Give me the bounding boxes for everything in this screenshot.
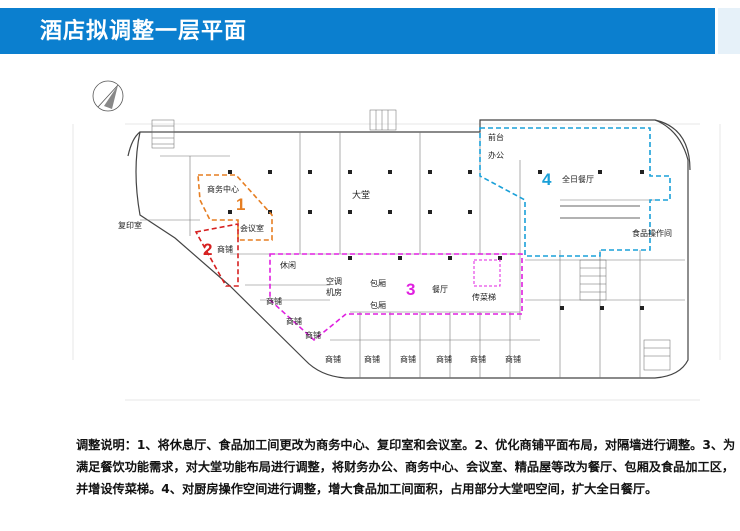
floor-plan: 大堂 商务中心 会议室 复印室 商铺 休闲 空调机房 包厢 包厢 餐厅 传菜梯 … xyxy=(0,60,740,430)
label-ac-room: 空调机房 xyxy=(326,277,342,297)
label-restaurant: 餐厅 xyxy=(432,285,448,294)
zone-1-number: 1 xyxy=(236,195,246,214)
label-shop: 商铺 xyxy=(400,355,416,364)
header-bar xyxy=(0,8,715,54)
north-arrow xyxy=(92,80,124,112)
label-shop: 商铺 xyxy=(325,355,341,364)
zone-2-number: 2 xyxy=(203,240,213,259)
label-shop: 商铺 xyxy=(364,355,380,364)
label-lobby: 大堂 xyxy=(352,191,371,201)
label-shop: 商铺 xyxy=(470,355,486,364)
label-dish-lift: 传菜梯 xyxy=(472,293,496,302)
zone-4-boundary xyxy=(479,127,671,257)
grid-lines xyxy=(72,123,721,401)
building-outline xyxy=(127,119,691,379)
stairs xyxy=(151,109,671,371)
label-shop: 商铺 xyxy=(266,297,282,306)
label-shop: 商铺 xyxy=(286,317,302,326)
zone-3-number: 3 xyxy=(406,280,416,299)
interior-walls xyxy=(140,132,685,378)
dish-lift-box xyxy=(473,259,501,287)
label-private-room-2: 包厢 xyxy=(370,301,386,310)
floor-plan-drawing xyxy=(72,80,721,401)
label-shop: 商铺 xyxy=(305,331,321,340)
label-all-day-dining: 全日餐厅 xyxy=(562,175,594,184)
page-title: 酒店拟调整一层平面 xyxy=(40,19,248,44)
zone-2-boundary xyxy=(194,223,239,287)
slide-header: 酒店拟调整一层平面 xyxy=(0,0,740,60)
label-shop-zone2: 商铺 xyxy=(217,245,233,254)
label-print-room: 复印室 xyxy=(118,221,142,230)
label-food-processing: 食品操作间 xyxy=(632,229,672,238)
zone-4-number: 4 xyxy=(542,170,552,189)
label-business-center: 商务中心 xyxy=(207,185,239,194)
header-stub xyxy=(718,8,740,54)
adjustment-description: 调整说明：1、将休息厅、食品加工间更改为商务中心、复印室和会议室。2、优化商铺平… xyxy=(76,438,736,496)
label-front-desk: 前台 xyxy=(488,133,504,142)
label-shop: 商铺 xyxy=(505,355,521,364)
dining-furniture xyxy=(560,205,640,219)
label-meeting-room: 会议室 xyxy=(240,224,264,233)
label-office: 办公 xyxy=(488,151,504,160)
label-lounge: 休闲 xyxy=(280,261,296,270)
label-private-room-1: 包厢 xyxy=(370,279,386,288)
label-shop: 商铺 xyxy=(436,355,452,364)
zone-3-boundary xyxy=(269,253,523,342)
